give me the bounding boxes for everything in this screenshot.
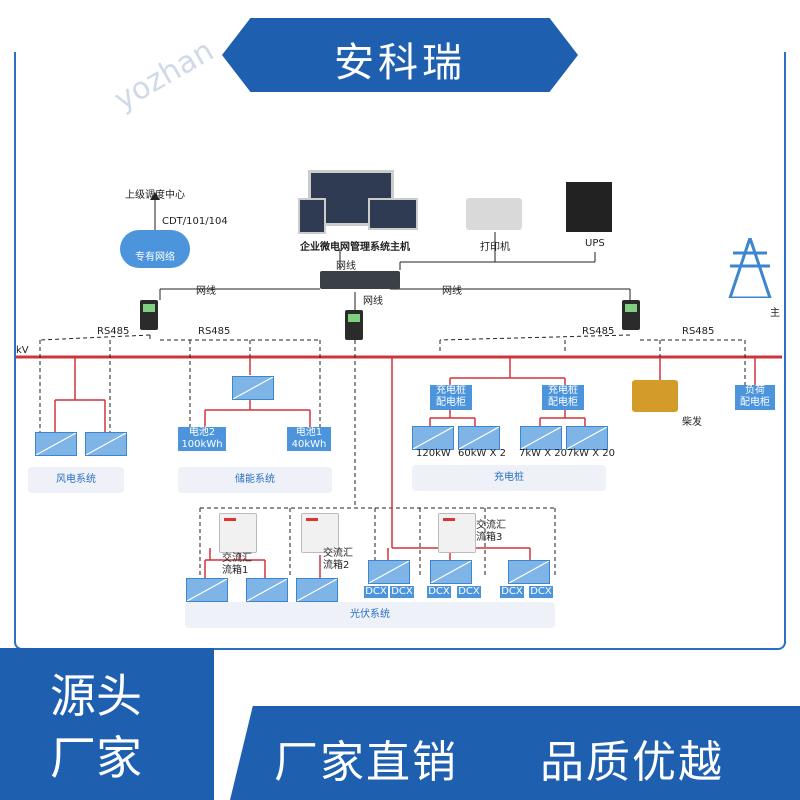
pv-inverter-icon (246, 578, 288, 602)
wind-system-label: 风电系统 (56, 474, 96, 485)
pv-inverter-icon (186, 578, 228, 602)
tablet-icon (298, 198, 326, 234)
ac-combiner-box-1 (219, 513, 257, 553)
battery1-name: 电池1 (295, 427, 323, 438)
charging-cabinet-1: 充电桩 配电柜 (430, 385, 472, 410)
pv-system-box: 光伏系统 (185, 602, 555, 628)
ups-icon (566, 182, 612, 232)
private-network-label: 专有网络 (135, 252, 175, 263)
net-label-center: 网线 (363, 296, 383, 307)
diesel-generator-icon (632, 380, 678, 412)
charging-cabinet-2: 充电桩 配电柜 (542, 385, 584, 410)
net-label-left: 网线 (196, 286, 216, 297)
dcx-box: DCX (390, 586, 414, 598)
storage-system-box: 储能系统 (178, 467, 332, 493)
protocol-label: CDT/101/104 (162, 216, 228, 227)
printer-label: 打印机 (480, 242, 510, 253)
battery2-capacity: 100kWh (181, 439, 223, 450)
rs485-label: RS485 (582, 326, 615, 337)
charger-power-label: 7kW X 20 (567, 448, 615, 459)
charger-power-label: 7kW X 20 (519, 448, 567, 459)
dcx-box: DCX (364, 586, 388, 598)
network-switch-icon (320, 271, 400, 289)
combiner-label-2: 交流汇 流箱2 (323, 548, 353, 571)
dcx-box: DCX (529, 586, 553, 598)
slogan-banner: 厂家直销 品质优越 (230, 706, 800, 800)
charger-icon (412, 426, 454, 450)
gateway-right-icon (622, 300, 640, 330)
host-label: 企业微电网管理系统主机 (300, 242, 410, 253)
storage-pcs-icon (232, 376, 274, 400)
pv-inverter-icon (368, 560, 410, 584)
source-factory-banner: 源头 厂家 (0, 648, 214, 800)
charging-system-label: 充电桩 (494, 472, 524, 483)
wind-inverter-icon (85, 432, 127, 456)
laptop-icon (368, 198, 418, 230)
charger-icon (566, 426, 608, 450)
factory-label: 厂家 (50, 731, 142, 785)
pv-inverter-icon (430, 560, 472, 584)
dcx-box: DCX (500, 586, 524, 598)
combiner-label-3: 交流汇 流箱3 (476, 520, 506, 543)
transmission-tower-icon (728, 238, 772, 298)
diesel-label: 柴发 (682, 417, 702, 428)
gateway-center-icon (345, 310, 363, 340)
diagram-frame (14, 52, 786, 650)
ac-combiner-box-3 (438, 513, 476, 553)
dcx-box: DCX (427, 586, 451, 598)
grid-label: 主 (770, 308, 780, 319)
printer-icon (466, 198, 522, 230)
wind-system-box: 风电系统 (28, 467, 124, 493)
charger-power-label: 60kW X 2 (458, 448, 506, 459)
combiner-label-1: 交流汇 流箱1 (222, 553, 252, 576)
gateway-left-icon (140, 300, 158, 330)
pv-inverter-icon (508, 560, 550, 584)
net-label-right: 网线 (442, 286, 462, 297)
pv-inverter-icon (296, 578, 338, 602)
slogan-direct-sale: 厂家直销 (274, 737, 458, 788)
bus-voltage-label: kV (16, 345, 29, 356)
dispatch-label: 上级调度中心 (125, 190, 185, 201)
cloud-icon (120, 230, 190, 268)
dcx-box: DCX (457, 586, 481, 598)
title-banner: 安科瑞 (222, 18, 578, 92)
battery1-capacity: 40kWh (291, 439, 327, 450)
charging-system-box: 充电桩 (412, 465, 606, 491)
net-label-host: 网线 (336, 261, 356, 272)
slogan-quality: 品质优越 (540, 737, 724, 788)
ups-label: UPS (585, 238, 605, 249)
charger-icon (520, 426, 562, 450)
source-label: 源头 (50, 669, 142, 723)
charger-icon (458, 426, 500, 450)
battery2-name: 电池2 (188, 427, 216, 438)
rs485-label: RS485 (97, 326, 130, 337)
storage-system-label: 储能系统 (235, 474, 275, 485)
charger-power-label: 120kW (416, 448, 451, 459)
pv-system-label: 光伏系统 (350, 609, 390, 620)
rs485-label: RS485 (198, 326, 231, 337)
wind-inverter-icon (35, 432, 77, 456)
brand-title: 安科瑞 (334, 40, 466, 86)
load-cabinet: 负荷 配电柜 (735, 385, 775, 410)
ac-combiner-box-2 (301, 513, 339, 553)
rs485-label: RS485 (682, 326, 715, 337)
